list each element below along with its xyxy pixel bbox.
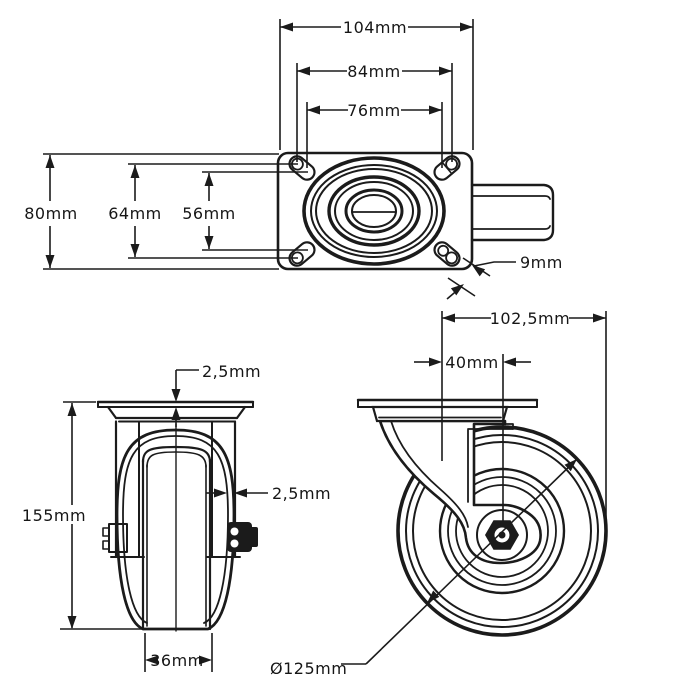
dim-label-36mm: 36mm [150,651,204,670]
bolt-slot-bottom-right [433,241,461,267]
side-view-flange [371,405,509,423]
dim-label-40mm: 40mm [445,353,499,372]
front-view-dimensions: 2,5mm 2,5mm 155mm 36mm [22,362,331,672]
dimension-36mm: 36mm [144,633,213,672]
dim-label-2-5mm-tread: 2,5mm [272,484,331,503]
dimension-102-5mm: 102,5mm [441,309,607,526]
dimension-9mm: 9mm [446,253,563,300]
dimension-76mm: 76mm [306,101,443,168]
dimension-125mm: Ø125mm [270,458,578,678]
top-view-dimensions: 104mm 84mm 76mm [24,18,563,300]
dim-label-76mm: 76mm [347,101,401,120]
front-view-wheel [115,423,236,632]
bolt-slot-top-left [288,155,316,181]
side-view-plate [356,398,539,423]
dimension-84mm: 84mm [296,62,453,162]
side-view-dimensions: 102,5mm 40mm Ø125mm [270,309,607,678]
dimension-80mm: 80mm [24,153,279,270]
front-view-caster [96,400,258,632]
bolt-slot-top-right [433,155,461,181]
dim-label-80mm: 80mm [24,204,78,223]
dim-label-2-5mm-plate: 2,5mm [202,362,261,381]
dim-label-84mm: 84mm [347,62,401,81]
dimension-2-5mm-plate: 2,5mm [171,362,261,427]
dim-label-56mm: 56mm [182,204,236,223]
dimension-155mm: 155mm [22,401,143,630]
dim-label-104mm: 104mm [343,18,407,37]
bolt-slot-bottom-left [288,241,316,267]
dimension-40mm: 40mm [414,353,531,522]
dim-label-9mm: 9mm [520,253,563,272]
front-view-axle-nut-right [227,522,258,552]
dimension-104mm: 104mm [279,18,474,150]
top-view-mounting-plate [276,151,555,271]
dimension-56mm: 56mm [182,171,308,251]
dim-label-155mm: 155mm [22,506,86,525]
swivel-bearing-rings [302,156,446,266]
dim-label-102-5mm: 102,5mm [490,309,570,328]
dimension-2-5mm-tread: 2,5mm [206,484,331,503]
side-view-caster [356,398,608,637]
dim-label-64mm: 64mm [108,204,162,223]
front-view-plate [96,400,255,408]
front-view-axle-bracket-left [102,523,128,553]
dimension-64mm: 64mm [108,163,298,259]
side-view-wheel [396,425,608,637]
dim-label-125mm: Ø125mm [270,659,347,678]
side-view-axle-nut [485,520,519,550]
wheel-top-view [470,183,555,242]
